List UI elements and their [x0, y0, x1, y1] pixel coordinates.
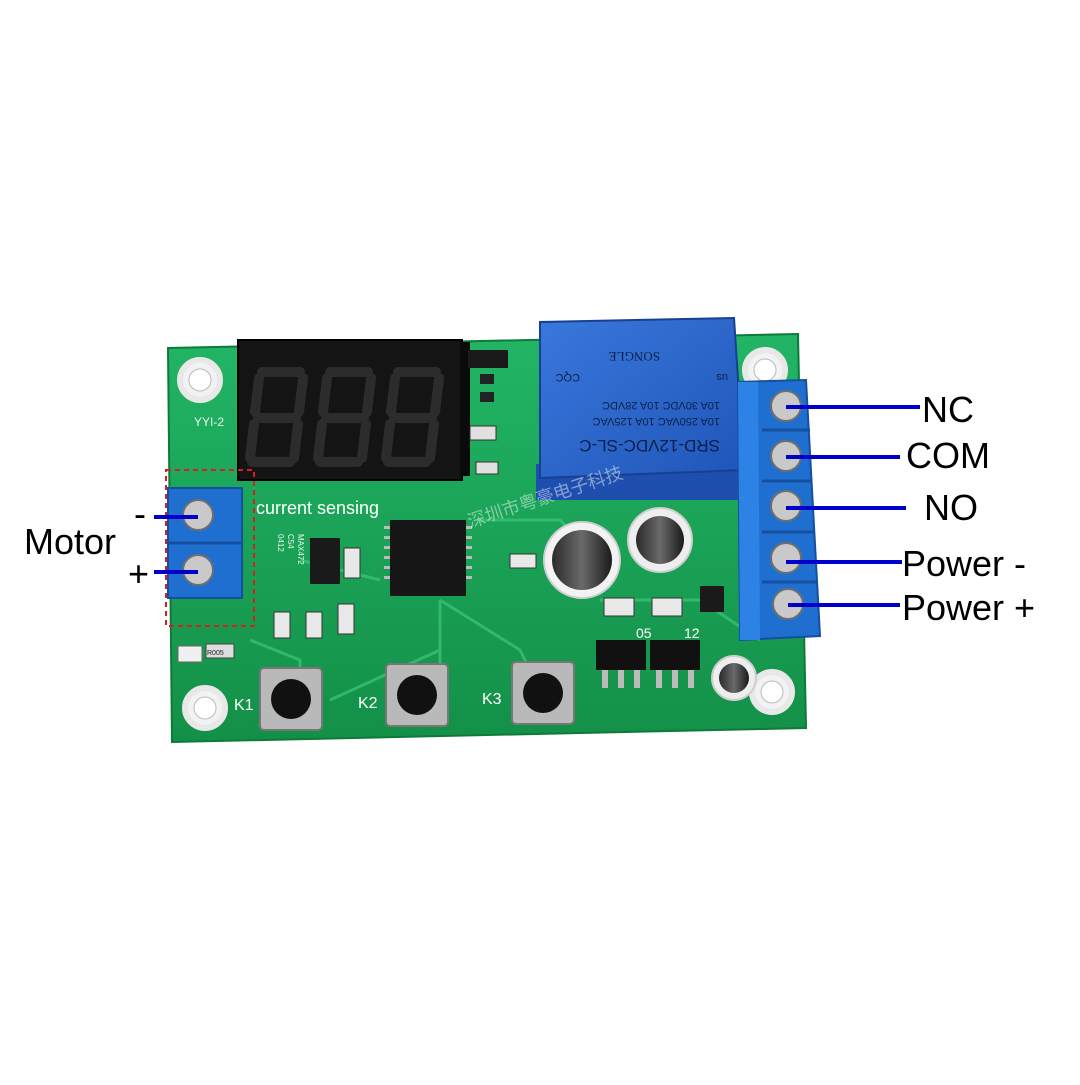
sensing-region-outline: [165, 469, 255, 627]
capacitors: [543, 507, 757, 701]
relay-brand-text: SONGLE: [609, 349, 660, 364]
relay-rating-text-1: 10A 250VAC 10A 125VAC: [593, 415, 720, 427]
button-label-k2: K2: [358, 695, 378, 712]
mounting-holes: [177, 347, 795, 731]
button-k2: [385, 663, 449, 727]
motor-minus-label: -: [134, 493, 146, 534]
smd-components: [177, 547, 683, 663]
power-plus-label: Power +: [902, 587, 1036, 628]
model-mark: YYI-2: [194, 415, 224, 429]
regulator-mark-12: 12: [684, 625, 700, 641]
ic-mark-2: C54: [286, 534, 295, 549]
button-label-k1: K1: [234, 697, 254, 714]
button-k3: [511, 661, 575, 725]
ic-mark-3: 0412: [276, 534, 285, 552]
relay-rating-text-2: 10A 30VDC 10A 28VDC: [602, 399, 720, 411]
com-label: COM: [906, 435, 990, 476]
relay-terminal-block: [736, 378, 822, 642]
relay-cert-text: CQC: [556, 371, 581, 383]
relay-model-text: SRD-12VDC-SL-C: [579, 436, 720, 455]
ic-mark-1: MAX472: [296, 534, 305, 565]
motor-label: Motor: [24, 521, 117, 562]
relay: SRD-12VDC-SL-C 10A 250VAC 10A 125VAC 10A…: [536, 316, 746, 500]
motor-plus-label: +: [128, 553, 150, 594]
seven-segment-display: [237, 339, 470, 481]
regulator-mark-05: 05: [636, 625, 652, 641]
voltage-regulators: [596, 640, 700, 688]
leader-lines: [154, 405, 920, 607]
nc-label: NC: [922, 389, 974, 430]
motor-terminal-block: [167, 487, 243, 599]
power-minus-label: Power -: [902, 543, 1027, 584]
shunt-resistor-mark: R005: [207, 650, 224, 657]
transistors: [468, 350, 508, 475]
relay-ul-text: us: [716, 371, 728, 383]
button-k1: [259, 667, 323, 731]
no-label: NO: [924, 487, 978, 528]
current-sensing-label: current sensing: [256, 498, 379, 518]
button-label-k3: K3: [482, 691, 502, 708]
ic-chips: [310, 520, 472, 596]
